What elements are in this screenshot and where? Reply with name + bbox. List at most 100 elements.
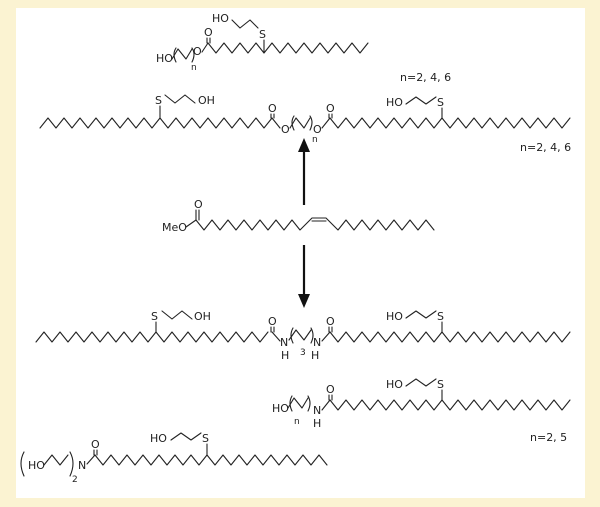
- bond: [171, 48, 193, 60]
- bond: [271, 331, 281, 342]
- note-n-values: n=2, 5: [530, 431, 567, 444]
- atom-H: H: [313, 417, 321, 430]
- bond: [201, 42, 209, 53]
- atom-N: N: [78, 459, 86, 472]
- spacer: [289, 117, 311, 129]
- hydroxyethyl: [164, 94, 196, 104]
- bracket-right: [191, 47, 195, 63]
- bracket-left: [20, 451, 25, 477]
- alkyl-chain-left: [39, 117, 273, 129]
- bond: [86, 454, 96, 465]
- alkyl-chain-right: [329, 331, 571, 343]
- bracket-left: [291, 115, 295, 131]
- atom-O-carbonyl: O: [326, 315, 335, 328]
- atom-O-carbonyl: O: [268, 315, 277, 328]
- atom-S: S: [259, 28, 266, 41]
- bond-double: [328, 394, 333, 401]
- figure-panel: [16, 8, 585, 498]
- atom-S: S: [437, 310, 444, 323]
- hydroxyethyl: [231, 19, 259, 29]
- bond-double: [206, 37, 211, 44]
- arrow-up: [298, 138, 310, 205]
- bracket-left: [289, 395, 293, 412]
- hydroxyethyl: [405, 310, 437, 319]
- subscript-3: 3: [300, 348, 306, 358]
- atom-HO: HO: [386, 378, 403, 391]
- bracket-right: [307, 395, 311, 412]
- structure-monoester: HO n O O S HO: [156, 12, 369, 73]
- bond-double: [195, 209, 200, 221]
- bracket-left: [173, 47, 177, 63]
- subscript-n: n: [312, 135, 318, 145]
- atom-O: O: [313, 123, 322, 136]
- alkyl-chain-left: [35, 331, 269, 343]
- atom-O: O: [281, 123, 290, 136]
- atom-HO: HO: [386, 96, 403, 109]
- alkyl-chain-right: [329, 117, 571, 129]
- bond-double: [270, 113, 275, 119]
- alkyl-chain: [195, 217, 435, 231]
- spacer: [287, 397, 309, 409]
- structure-diester: S OH O O n O O S HO: [39, 94, 571, 145]
- structure-hydroxyalkyl-amide: HO n N H O S HO: [272, 378, 571, 430]
- bond: [321, 331, 331, 342]
- bond-double: [328, 326, 333, 333]
- atom-HO: HO: [28, 459, 45, 472]
- atom-S: S: [202, 432, 209, 445]
- hydroxyethyl: [405, 96, 437, 105]
- atom-S: S: [151, 310, 158, 323]
- structure-methyl-oleate: MeO O: [162, 198, 435, 234]
- bracket-right: [69, 451, 74, 477]
- subscript-n: n: [191, 63, 197, 73]
- atom-HO: HO: [386, 310, 403, 323]
- note-n-values: n=2, 4, 6: [400, 71, 451, 84]
- atom-N: N: [313, 404, 321, 417]
- bracket-left: [290, 327, 294, 344]
- bond-double: [93, 449, 98, 456]
- atom-S: S: [437, 96, 444, 109]
- structure-diamide: S OH O N H 3 N H O S HO: [35, 310, 571, 362]
- bond: [185, 219, 197, 228]
- atom-O-carbonyl: O: [326, 383, 335, 396]
- atom-OH: OH: [194, 310, 211, 323]
- bond: [321, 117, 331, 129]
- atom-S: S: [437, 378, 444, 391]
- atom-H: H: [311, 349, 319, 362]
- atom-S: S: [155, 94, 162, 107]
- hydroxyethyl: [405, 378, 437, 387]
- atom-O-carbonyl: O: [194, 198, 203, 211]
- hydroxyethyl: [170, 432, 202, 441]
- alkyl-chain: [329, 399, 571, 411]
- bracket-right: [309, 115, 313, 131]
- atom-MeO: MeO: [162, 221, 187, 234]
- atom-O: O: [193, 45, 202, 58]
- atom-HO: HO: [272, 402, 289, 415]
- atom-O-carbonyl: O: [91, 438, 100, 451]
- bracket-right: [310, 327, 314, 344]
- structure-diethanolamide: HO 2 N O S HO: [20, 432, 328, 485]
- atom-HO: HO: [156, 52, 173, 65]
- atom-N: N: [313, 336, 321, 349]
- arrowhead: [298, 294, 310, 308]
- subscript-n: n: [294, 417, 300, 427]
- bond-double: [328, 113, 333, 119]
- spacer: [288, 329, 312, 341]
- atom-HO: HO: [150, 432, 167, 445]
- arrow-down: [298, 245, 310, 308]
- hydroxyethyl: [161, 310, 193, 320]
- atom-HO: HO: [212, 12, 229, 25]
- atom-OH: OH: [198, 94, 215, 107]
- note-n-values: n=2, 4, 6: [520, 141, 571, 154]
- arrowhead: [298, 138, 310, 152]
- atom-N: N: [280, 336, 288, 349]
- alkyl-chain: [207, 42, 369, 54]
- atom-O-carbonyl: O: [268, 102, 277, 115]
- alkyl-chain: [94, 454, 328, 466]
- subscript-2: 2: [72, 475, 78, 485]
- bond-double: [270, 326, 275, 333]
- bond: [321, 399, 331, 411]
- atom-H: H: [281, 349, 289, 362]
- hydroxyethyl: [43, 454, 69, 466]
